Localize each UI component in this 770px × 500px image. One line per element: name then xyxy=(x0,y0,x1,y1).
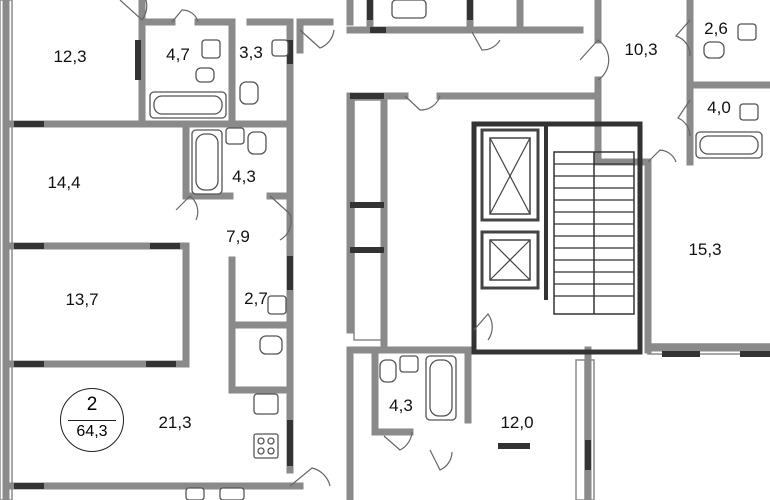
stair-steps xyxy=(554,163,634,297)
room-area-label: 2,7 xyxy=(244,289,268,308)
wall-accents xyxy=(14,0,770,489)
room-area-label: 3,3 xyxy=(239,43,263,62)
apartment-rooms-count: 2 xyxy=(86,394,98,415)
apartment-badge: 2 64,3 xyxy=(60,388,124,452)
room-area-label: 12,0 xyxy=(500,413,534,432)
room-area-label: 13,7 xyxy=(65,290,99,309)
room-area-label: 4,3 xyxy=(232,167,256,186)
doors xyxy=(119,0,691,487)
room-area-label: 4,0 xyxy=(707,98,731,117)
room-area-label: 7,9 xyxy=(226,227,250,246)
room-area-label: 21,3 xyxy=(158,413,192,432)
room-area-label: 14,4 xyxy=(47,173,81,192)
stair-core xyxy=(471,121,643,355)
room-area-label: 12,3 xyxy=(53,47,87,66)
room-area-label: 2,6 xyxy=(704,19,728,38)
badge-divider xyxy=(68,420,116,421)
fixtures xyxy=(149,0,763,500)
apartment-total-area: 64,3 xyxy=(76,423,108,440)
room-area-label: 15,3 xyxy=(688,240,722,259)
room-area-label: 4,7 xyxy=(166,45,190,64)
room-area-label: 10,3 xyxy=(624,40,658,59)
room-area-label: 4,3 xyxy=(389,396,413,415)
